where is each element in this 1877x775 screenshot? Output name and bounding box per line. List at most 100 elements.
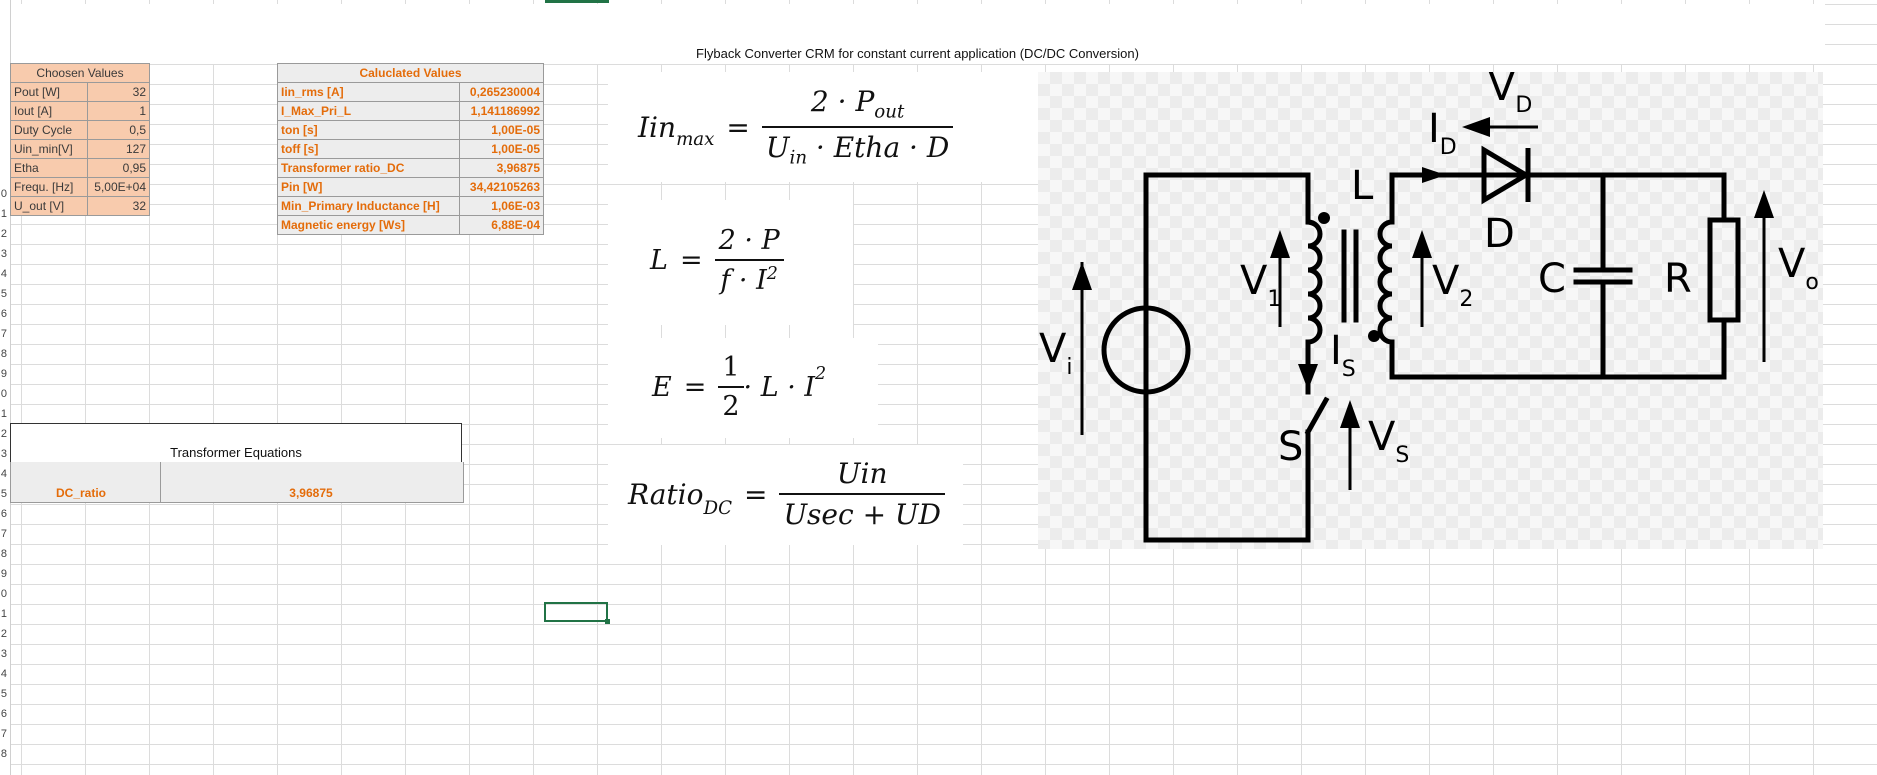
row-number[interactable]: 1 bbox=[0, 208, 7, 220]
cell-label[interactable]: Magnetic energy [Ws] bbox=[277, 215, 460, 235]
cell-label[interactable]: toff [s] bbox=[277, 139, 460, 159]
row-number[interactable]: 8 bbox=[0, 548, 7, 560]
row-number[interactable]: 8 bbox=[0, 748, 7, 760]
cell-label[interactable]: Frequ. [Hz] bbox=[10, 177, 88, 197]
row-number[interactable]: 4 bbox=[0, 468, 7, 480]
eq-num: 2 · P bbox=[810, 85, 875, 119]
cell-label[interactable]: Pin [W] bbox=[277, 177, 460, 197]
row-number[interactable]: 4 bbox=[0, 668, 7, 680]
row-number[interactable]: 9 bbox=[0, 368, 7, 380]
transformer-equations-box[interactable]: Transformer Equations bbox=[10, 423, 462, 463]
table-row[interactable]: U_out [V]32 bbox=[10, 196, 150, 216]
table-row[interactable]: Frequ. [Hz]5,00E+04 bbox=[10, 177, 150, 197]
cell-value[interactable]: 0,95 bbox=[87, 158, 150, 178]
cell-value[interactable]: 3,96875 bbox=[459, 158, 544, 178]
primary-coil bbox=[1305, 219, 1323, 363]
chosen-values-table: Choosen Values Pout [W]32 Iout [A]1 Duty… bbox=[10, 63, 150, 216]
row-header-strip[interactable] bbox=[0, 0, 11, 775]
table-row[interactable]: Iout [A]1 bbox=[10, 101, 150, 121]
cell-label[interactable]: Etha bbox=[10, 158, 88, 178]
cell-value[interactable]: 34,42105263 bbox=[459, 177, 544, 197]
table-row[interactable]: Min_Primary Inductance [H]1,06E-03 bbox=[277, 196, 544, 216]
row-number[interactable]: 1 bbox=[0, 408, 7, 420]
row-number[interactable]: 0 bbox=[0, 388, 7, 400]
table-row[interactable]: toff [s]1,00E-05 bbox=[277, 139, 544, 159]
cell-label[interactable]: Iin_rms [A] bbox=[277, 82, 460, 102]
row-number[interactable]: 0 bbox=[0, 588, 7, 600]
fraction: Uin Usec + UD bbox=[779, 457, 945, 531]
row-number[interactable]: 3 bbox=[0, 248, 7, 260]
row-number[interactable]: 5 bbox=[0, 488, 7, 500]
equation-inductance[interactable]: L = 2 · P f · I2 bbox=[608, 200, 853, 325]
row-number[interactable]: 5 bbox=[0, 288, 7, 300]
cell-value[interactable]: 32 bbox=[87, 82, 150, 102]
row-number[interactable]: 3 bbox=[0, 648, 7, 660]
row-number[interactable]: 7 bbox=[0, 528, 7, 540]
dc-ratio-label[interactable]: DC_ratio bbox=[55, 486, 106, 500]
row-number[interactable]: 1 bbox=[0, 608, 7, 620]
selected-cell[interactable] bbox=[544, 602, 608, 622]
table-row[interactable]: ton [s]1,00E-05 bbox=[277, 120, 544, 140]
cell-value[interactable]: 0,5 bbox=[87, 120, 150, 140]
row-number[interactable]: 6 bbox=[0, 708, 7, 720]
row-number[interactable]: 5 bbox=[0, 688, 7, 700]
row-number[interactable]: 4 bbox=[0, 268, 7, 280]
label-id: ID bbox=[1428, 106, 1457, 160]
label-vd: VD bbox=[1488, 72, 1532, 118]
cell-label[interactable]: Duty Cycle bbox=[10, 120, 88, 140]
cell-label[interactable]: U_out [V] bbox=[10, 196, 88, 216]
eq-lhs: L bbox=[650, 244, 668, 276]
table-row[interactable]: Iin_rms [A]0,265230004 bbox=[277, 82, 544, 102]
cell-value[interactable]: 127 bbox=[87, 139, 150, 159]
secondary-coil bbox=[1377, 172, 1395, 380]
cell-label[interactable]: Min_Primary Inductance [H] bbox=[277, 196, 460, 216]
cell-label[interactable]: I_Max_Pri_L bbox=[277, 101, 460, 121]
equals-sign: = bbox=[726, 110, 750, 144]
row-number[interactable]: 2 bbox=[0, 628, 7, 640]
table-row[interactable]: Pout [W]32 bbox=[10, 82, 150, 102]
cell-label[interactable]: Transformer ratio_DC bbox=[277, 158, 460, 178]
table-row[interactable]: Magnetic energy [Ws]6,88E-04 bbox=[277, 215, 544, 235]
cell-label[interactable]: Iout [A] bbox=[10, 101, 88, 121]
cell-value[interactable]: 1,141186992 bbox=[459, 101, 544, 121]
row-number[interactable]: 3 bbox=[0, 448, 7, 460]
table-row[interactable]: Pin [W]34,42105263 bbox=[277, 177, 544, 197]
label-is: IS bbox=[1330, 328, 1356, 382]
cell-value[interactable]: 6,88E-04 bbox=[459, 215, 544, 235]
table-row[interactable]: Uin_min[V]127 bbox=[10, 139, 150, 159]
resistor-leads bbox=[1665, 172, 1727, 380]
cell-label[interactable]: Uin_min[V] bbox=[10, 139, 88, 159]
cell-value[interactable]: 1 bbox=[87, 101, 150, 121]
row-number[interactable]: 9 bbox=[0, 568, 7, 580]
row-number[interactable]: 7 bbox=[0, 728, 7, 740]
row-number[interactable]: 6 bbox=[0, 508, 7, 520]
row-number[interactable]: 8 bbox=[0, 348, 7, 360]
cell-value[interactable]: 32 bbox=[87, 196, 150, 216]
cell-label[interactable]: ton [s] bbox=[277, 120, 460, 140]
transformer-row[interactable]: DC_ratio 3,96875 bbox=[10, 462, 464, 503]
cell-label[interactable]: Pout [W] bbox=[10, 82, 88, 102]
eq-lhs-sub: max bbox=[676, 129, 715, 150]
row-number[interactable]: 2 bbox=[0, 428, 7, 440]
row-number[interactable]: 2 bbox=[0, 228, 7, 240]
cell-value[interactable]: 1,06E-03 bbox=[459, 196, 544, 216]
cell-value[interactable]: 5,00E+04 bbox=[87, 177, 150, 197]
cell-value[interactable]: 1,00E-05 bbox=[459, 139, 544, 159]
cell-value[interactable]: 0,265230004 bbox=[459, 82, 544, 102]
fill-handle[interactable] bbox=[605, 619, 610, 624]
row-number[interactable]: 7 bbox=[0, 328, 7, 340]
calculated-header: Caluclated Values bbox=[277, 63, 544, 83]
row-number[interactable]: 0 bbox=[0, 188, 7, 200]
flyback-circuit-diagram[interactable]: VD ID L D C R V1 V2 Vo Vi IS S VS bbox=[1038, 64, 1823, 549]
row-number[interactable]: 6 bbox=[0, 308, 7, 320]
eq-den: f · I bbox=[720, 264, 767, 296]
cell-value[interactable]: 1,00E-05 bbox=[459, 120, 544, 140]
dc-ratio-value[interactable]: 3,96875 bbox=[289, 486, 333, 500]
